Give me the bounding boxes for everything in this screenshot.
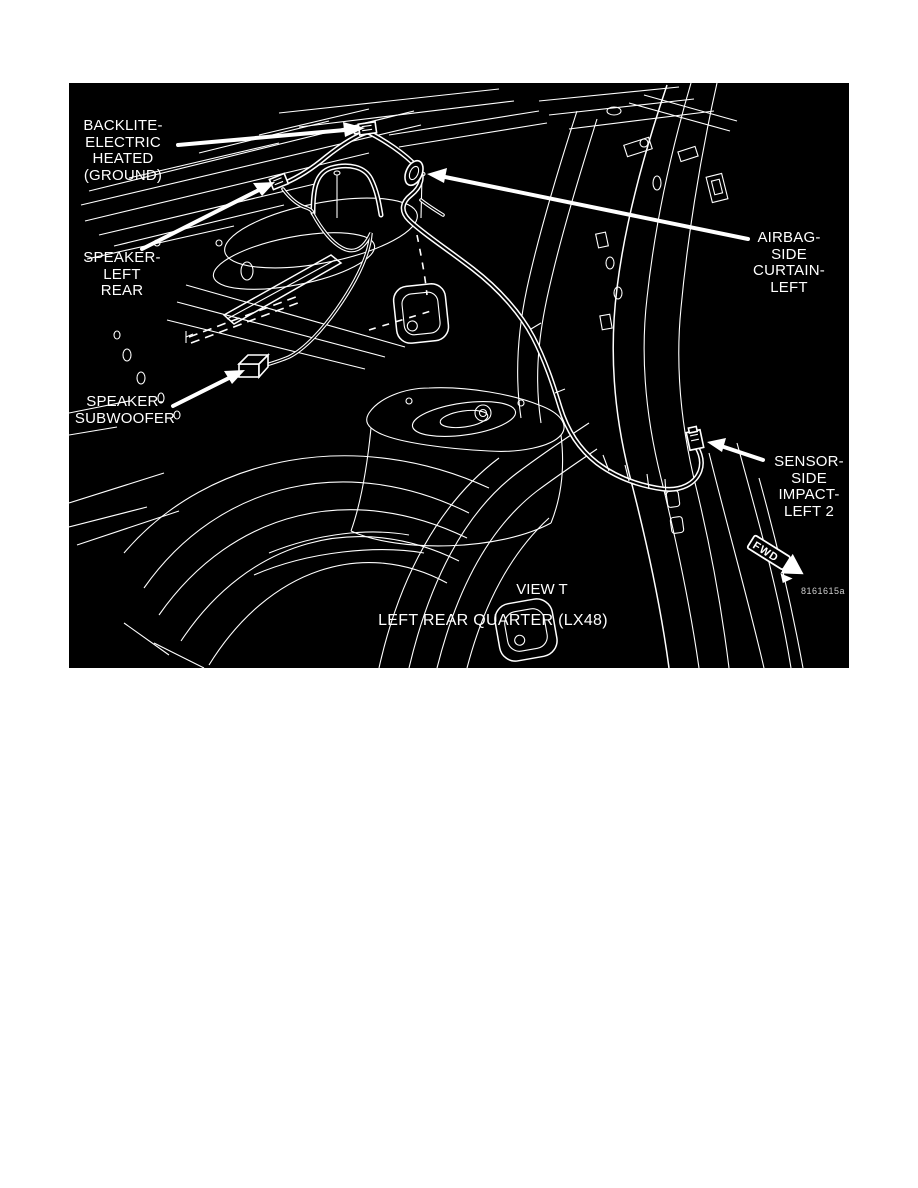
wiring-diagram-figure: FWD BACKLITE- ELECTRIC HEATED (GROUND) S… [69,83,849,668]
package-shelf-lines [80,88,548,370]
dashed-reference-lines [113,170,432,420]
view-label: VIEW T [516,581,568,598]
connector-side-impact-sensor [685,425,705,452]
wiring-harness [249,132,701,496]
connector-subwoofer [237,353,270,380]
figure-number: 8161615a [800,586,845,596]
arrow-speaker-left-rear [140,182,275,251]
arrow-airbag-curtain [427,168,750,241]
roof-rail-lines [538,86,738,204]
panel-cutouts [222,254,558,662]
arrow-backlite [176,122,365,147]
callout-sensor-side-impact-left-2: SENSOR- SIDE IMPACT- LEFT 2 [774,453,844,520]
arrow-subwoofer [171,370,245,408]
pillar-lines [517,83,804,668]
arrow-side-impact-sensor [707,438,765,462]
callout-airbag-side-curtain-left: AIRBAG- SIDE CURTAIN- LEFT [753,229,825,296]
callout-arrows [140,122,765,462]
connector-airbag-curtain [404,159,424,187]
vehicle-line-art: FWD [69,83,804,668]
callout-backlite-electric-heated-ground: BACKLITE- ELECTRIC HEATED (GROUND) [83,117,163,184]
door-opening-lines [378,422,598,668]
callout-speaker-left-rear: SPEAKER- LEFT REAR [83,249,161,299]
figure-caption: LEFT REAR QUARTER (LX48) [378,612,608,629]
shock-tower [350,387,565,547]
callout-speaker-subwoofer: SPEAKER- SUBWOOFER [74,393,176,427]
